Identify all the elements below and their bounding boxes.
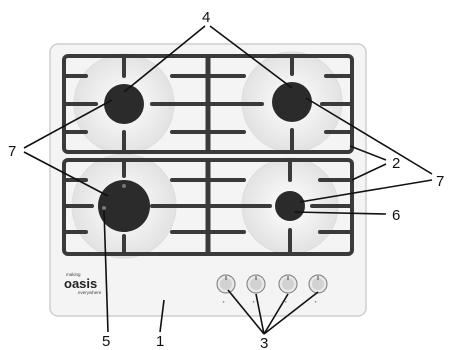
knob-1-mark: ∘: [222, 299, 225, 305]
callout-1: 1: [156, 333, 164, 350]
callout-3: 3: [260, 335, 268, 350]
control-knobs: ∘ ∘ ∘ ∘: [216, 274, 328, 305]
grate-top: [62, 54, 354, 154]
callout-5: 5: [102, 333, 110, 350]
burner-cap-top-left: [104, 84, 144, 124]
callout-4: 4: [202, 9, 210, 26]
knob-2-mark: ∘: [252, 299, 255, 305]
callout-6: 6: [392, 207, 400, 224]
knob-4[interactable]: ∘: [308, 274, 328, 305]
knob-3[interactable]: ∘: [278, 274, 298, 305]
brand-suffix: everywhere: [78, 290, 102, 295]
callout-2: 2: [392, 155, 400, 172]
grate-bottom: [62, 158, 354, 256]
burner-dot-large-top: [122, 184, 126, 188]
burner-cap-small: [275, 191, 305, 221]
knob-2[interactable]: ∘: [246, 274, 266, 305]
brand-logo: making oasis everywhere: [64, 272, 102, 295]
knob-1[interactable]: ∘: [216, 274, 236, 305]
knob-4-mark: ∘: [314, 299, 317, 305]
burner-cap-top-right: [272, 82, 312, 122]
burner-dot-large-left: [102, 206, 106, 210]
brand-name: oasis: [64, 276, 97, 291]
knob-3-mark: ∘: [284, 299, 287, 305]
callout-7-left: 7: [8, 143, 16, 160]
brand-prefix: making: [66, 272, 81, 277]
callout-7-right: 7: [436, 173, 444, 190]
leader-lines: [23, 25, 433, 335]
burner-cap-large: [98, 180, 150, 232]
